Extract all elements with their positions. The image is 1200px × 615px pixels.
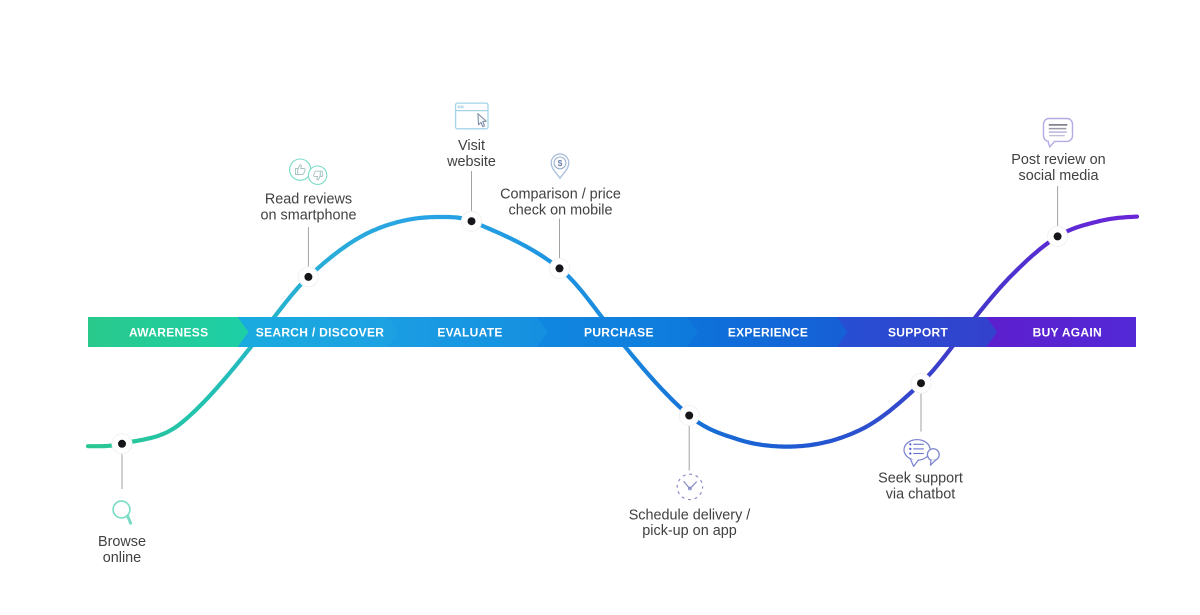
svg-text:SEARCH / DISCOVER: SEARCH / DISCOVER (256, 325, 384, 339)
svg-text:Browse: Browse (98, 534, 146, 550)
svg-text:EXPERIENCE: EXPERIENCE (728, 325, 808, 339)
svg-text:BUY AGAIN: BUY AGAIN (1033, 325, 1102, 339)
svg-text:Visit: Visit (458, 138, 485, 154)
svg-text:check on mobile: check on mobile (509, 203, 613, 219)
svg-text:$: $ (558, 158, 563, 168)
svg-text:Post review on: Post review on (1011, 152, 1105, 168)
svg-text:Schedule delivery /: Schedule delivery / (629, 507, 751, 523)
svg-text:social media: social media (1019, 168, 1099, 184)
svg-text:AWARENESS: AWARENESS (129, 325, 208, 339)
svg-text:website: website (446, 154, 496, 170)
svg-text:Comparison / price: Comparison / price (500, 187, 621, 203)
svg-text:online: online (103, 550, 141, 566)
svg-text:pick-up on app: pick-up on app (642, 523, 736, 539)
svg-text:on smartphone: on smartphone (261, 207, 357, 223)
svg-text:EVALUATE: EVALUATE (437, 325, 502, 339)
svg-text:PURCHASE: PURCHASE (584, 325, 654, 339)
svg-text:SUPPORT: SUPPORT (888, 325, 948, 339)
svg-text:Seek support: Seek support (878, 471, 963, 487)
svg-text:Read reviews: Read reviews (265, 192, 352, 208)
svg-text:via chatbot: via chatbot (886, 487, 956, 503)
